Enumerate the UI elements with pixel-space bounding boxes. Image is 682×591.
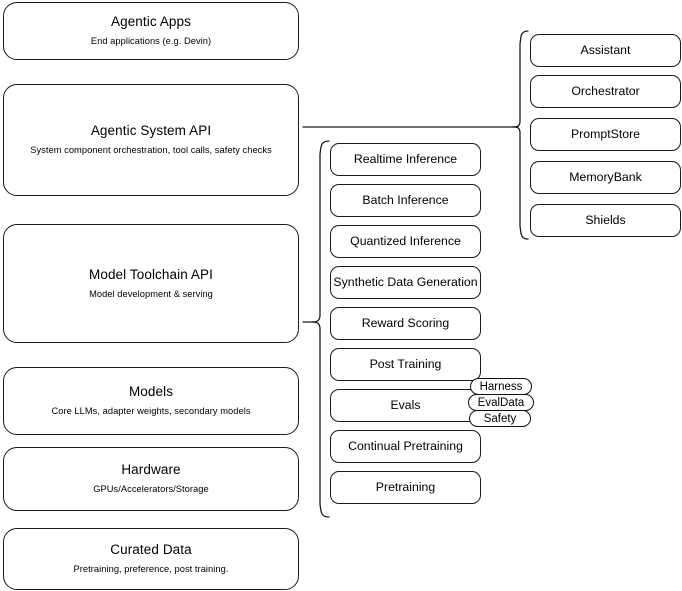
item-label: Shields (585, 212, 626, 227)
toolchain-item-evals[interactable]: Evals (330, 389, 481, 422)
layer-title: Models (128, 384, 174, 400)
system-item-promptstore[interactable]: PromptStore (530, 118, 681, 151)
layer-hardware[interactable]: Hardware GPUs/Accelerators/Storage (3, 447, 299, 511)
system-item-assistant[interactable]: Assistant (530, 34, 681, 67)
layer-title: Agentic System API (90, 123, 212, 139)
toolchain-item-quantized-inference[interactable]: Quantized Inference (330, 225, 481, 258)
layer-title: Agentic Apps (110, 14, 191, 30)
layer-subtitle: Core LLMs, adapter weights, secondary mo… (51, 406, 251, 417)
layer-agentic-system-api[interactable]: Agentic System API System component orch… (3, 84, 299, 196)
system-item-orchestrator[interactable]: Orchestrator (530, 75, 681, 108)
item-label: Pretraining (375, 479, 436, 494)
layer-title: Curated Data (110, 542, 192, 558)
layer-agentic-apps[interactable]: Agentic Apps End applications (e.g. Devi… (3, 2, 299, 60)
toolchain-item-reward-scoring[interactable]: Reward Scoring (330, 307, 481, 340)
item-label: MemoryBank (569, 169, 642, 184)
item-label: Evals (390, 397, 421, 412)
evals-pill-safety[interactable]: Safety (469, 410, 531, 427)
pill-label: Harness (479, 380, 523, 393)
layer-title: Hardware (121, 462, 181, 478)
item-label: Orchestrator (571, 83, 640, 98)
item-label: Continual Pretraining (348, 438, 463, 453)
toolchain-item-batch-inference[interactable]: Batch Inference (330, 184, 481, 217)
layer-title: Model Toolchain API (89, 266, 213, 282)
evals-pill-harness[interactable]: Harness (470, 378, 532, 395)
layer-subtitle: Pretraining, preference, post training. (73, 564, 229, 575)
toolchain-item-synthetic-data-generation[interactable]: Synthetic Data Generation (330, 266, 481, 299)
layer-model-toolchain-api[interactable]: Model Toolchain API Model development & … (3, 224, 299, 343)
layer-subtitle: Model development & serving (89, 288, 213, 299)
system-item-shields[interactable]: Shields (530, 204, 681, 237)
item-label: PromptStore (570, 126, 641, 141)
layer-subtitle: End applications (e.g. Devin) (90, 36, 212, 47)
pill-label: EvalData (477, 396, 525, 409)
evals-pill-evaldata[interactable]: EvalData (468, 394, 534, 411)
layer-curated-data[interactable]: Curated Data Pretraining, preference, po… (3, 528, 299, 590)
toolchain-item-realtime-inference[interactable]: Realtime Inference (330, 143, 481, 176)
item-label: Batch Inference (362, 192, 449, 207)
layer-subtitle: GPUs/Accelerators/Storage (93, 484, 209, 495)
item-label: Synthetic Data Generation (333, 274, 478, 289)
item-label: Post Training (369, 356, 442, 371)
toolchain-item-pretraining[interactable]: Pretraining (330, 471, 481, 504)
pill-label: Safety (483, 412, 517, 425)
layer-subtitle: System component orchestration, tool cal… (30, 145, 272, 156)
item-label: Realtime Inference (353, 151, 458, 166)
item-label: Assistant (580, 42, 631, 57)
item-label: Quantized Inference (350, 233, 461, 248)
layer-models[interactable]: Models Core LLMs, adapter weights, secon… (3, 367, 299, 435)
toolchain-item-post-training[interactable]: Post Training (330, 348, 481, 381)
system-item-memorybank[interactable]: MemoryBank (530, 161, 681, 194)
item-label: Reward Scoring (361, 315, 450, 330)
toolchain-item-continual-pretraining[interactable]: Continual Pretraining (330, 430, 481, 463)
